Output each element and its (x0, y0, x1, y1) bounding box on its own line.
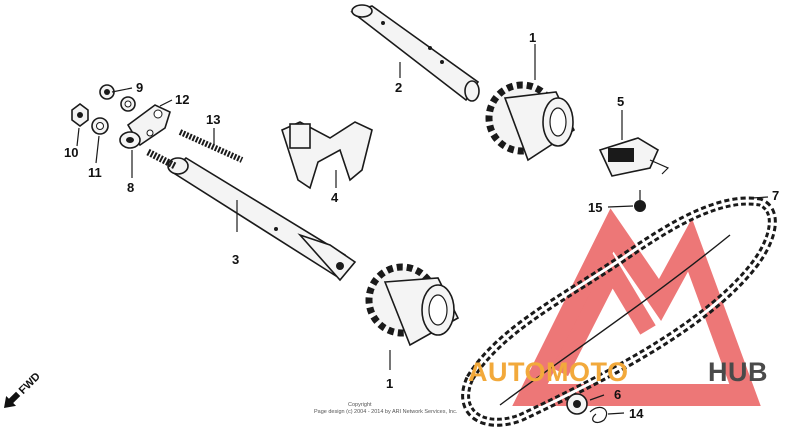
long-bolt (178, 129, 244, 163)
watermark-text-part1: AUTOMOTO (468, 357, 629, 387)
callout-1-lower: 1 (386, 376, 393, 391)
watermark-text: AUTOMOTO HUB (468, 357, 768, 387)
camshaft (350, 4, 480, 102)
roller-6 (566, 393, 588, 415)
callout-4: 4 (331, 190, 339, 205)
callout-6: 6 (614, 387, 621, 402)
tensioner-block (598, 137, 670, 177)
callout-12: 12 (175, 92, 189, 107)
leader-lines (76, 44, 769, 415)
copyright-line2: Page design (c) 2004 - 2014 by ARI Netwo… (314, 409, 458, 415)
collar-8 (119, 131, 141, 149)
callout-1-upper: 1 (529, 30, 536, 45)
fwd-label: FWD (17, 370, 43, 396)
rocker-shaft (146, 148, 357, 282)
callout-15: 15 (588, 200, 602, 215)
nut-9 (99, 84, 115, 100)
callout-14: 14 (629, 406, 644, 421)
callout-3: 3 (232, 252, 239, 267)
washer-11 (91, 117, 109, 135)
copyright-line1: Copyright (348, 402, 372, 408)
callout-5: 5 (617, 94, 624, 109)
callout-8: 8 (127, 180, 134, 195)
callout-10: 10 (64, 145, 78, 160)
upper-sprocket (485, 81, 576, 162)
watermark-text-part2: HUB (708, 357, 768, 387)
callout-13: 13 (206, 112, 220, 127)
callout-11: 11 (88, 165, 102, 180)
callout-7: 7 (772, 188, 779, 203)
pin-15 (634, 190, 646, 212)
lower-sprocket (365, 263, 460, 347)
tensioner-fork (281, 121, 373, 190)
cam-chain (461, 196, 777, 427)
clip-14 (589, 406, 608, 424)
washer-12 (120, 96, 136, 112)
callout-2: 2 (395, 80, 402, 95)
nut-10 (71, 103, 89, 127)
fwd-arrow-icon: FWD (4, 370, 43, 408)
callout-9: 9 (136, 80, 143, 95)
